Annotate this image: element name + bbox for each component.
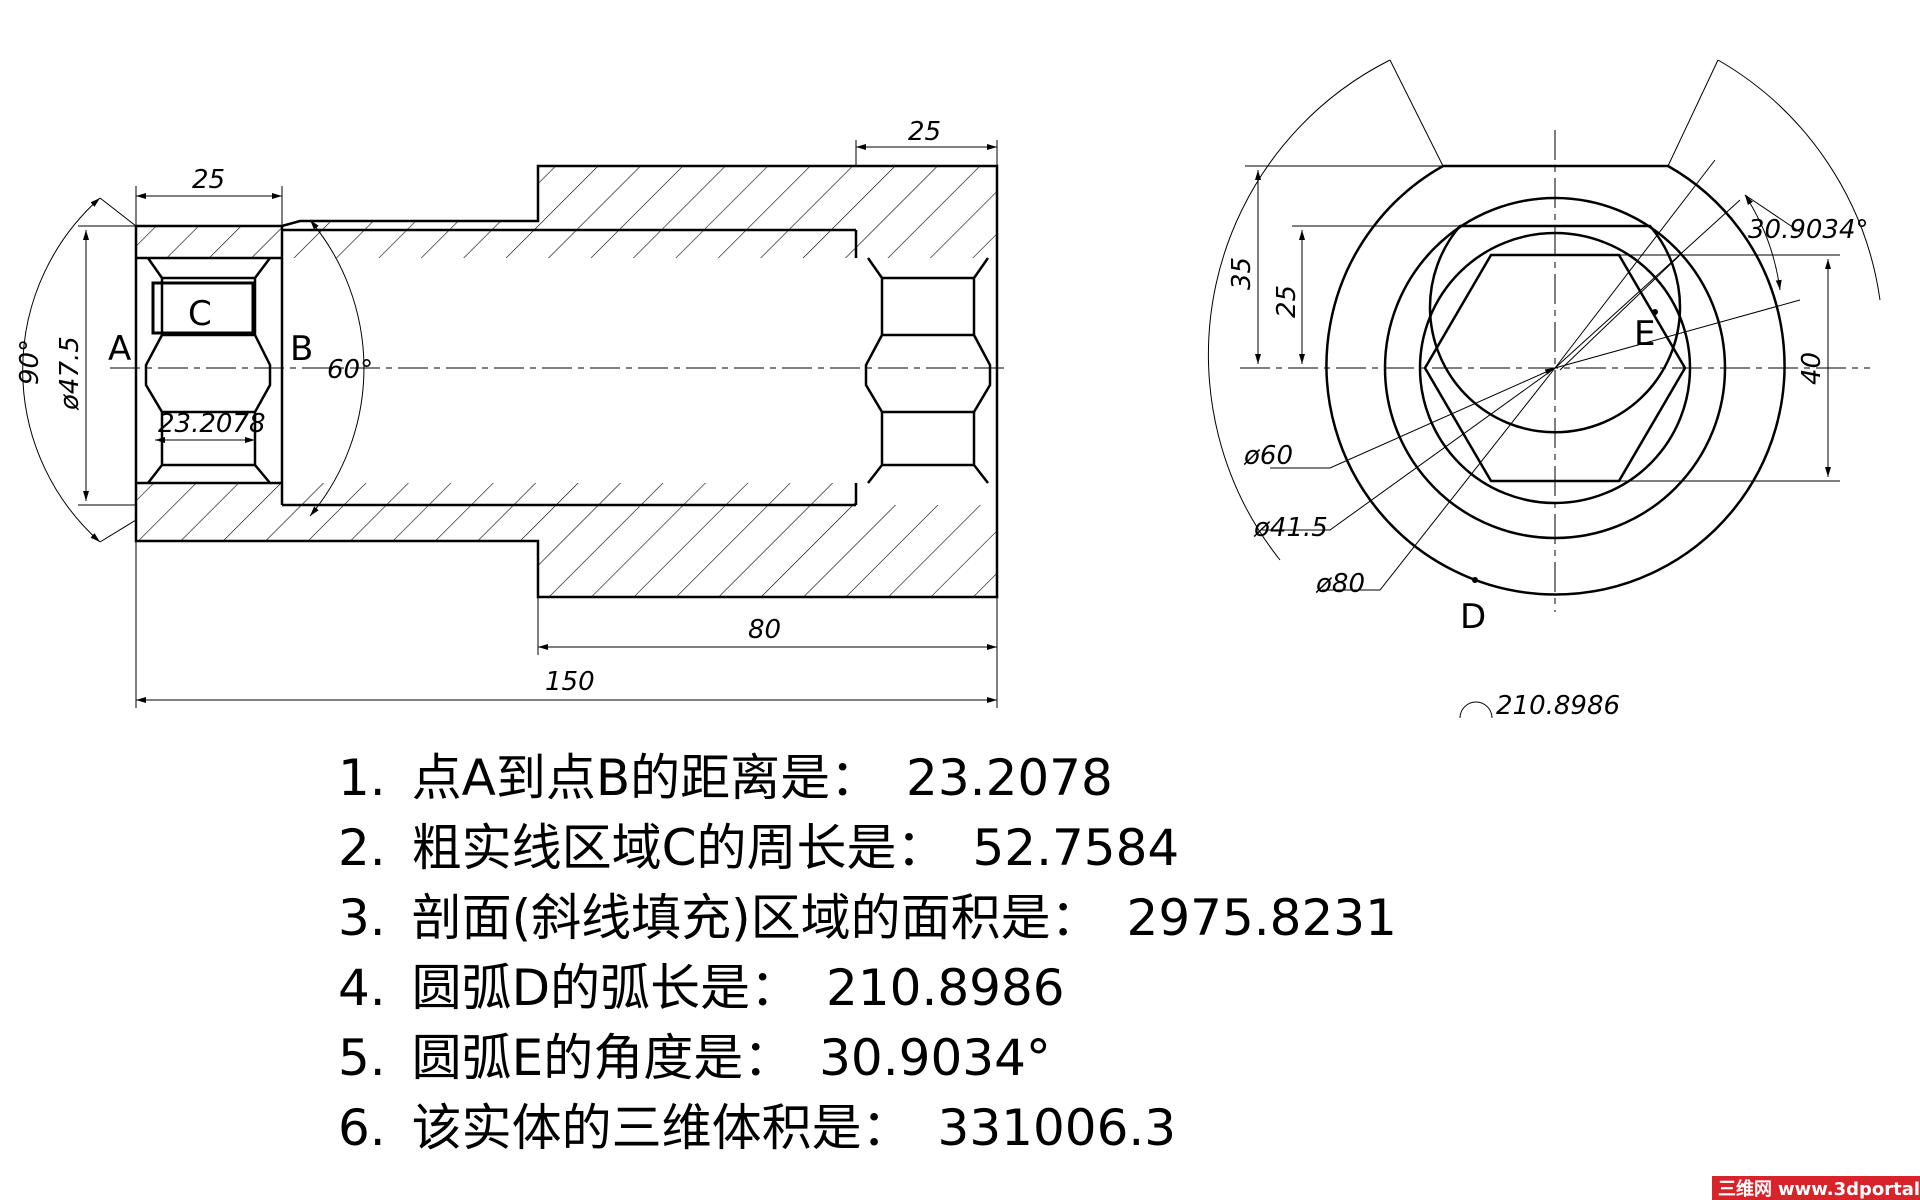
dim-d60: ø60 bbox=[1243, 441, 1293, 471]
point-d-marker bbox=[1472, 577, 1478, 583]
dim-total-length: 150 bbox=[545, 667, 595, 697]
question-4: 4. 圆弧D的弧长是： 210.8986 bbox=[338, 959, 1065, 1017]
dim-h35: 35 bbox=[1227, 257, 1257, 290]
right-groove-shape bbox=[864, 257, 992, 484]
question-1-num: 1. bbox=[338, 749, 386, 807]
dim-left-angle: 90° bbox=[15, 339, 45, 385]
arc-d-label: D bbox=[1460, 597, 1486, 637]
question-5-text: 圆弧E的角度是： bbox=[412, 1029, 794, 1087]
dim-left-width: 25 bbox=[192, 165, 225, 195]
question-2-num: 2. bbox=[338, 819, 386, 877]
question-1-answer: 23.2078 bbox=[906, 749, 1113, 807]
left-groove-shape bbox=[144, 257, 272, 484]
point-b-label: B bbox=[290, 329, 313, 369]
watermark-url: www.3dportal.cn bbox=[1778, 1179, 1920, 1200]
question-5-num: 5. bbox=[338, 1029, 386, 1087]
arc-e-label: E bbox=[1634, 314, 1655, 354]
dim-h40: 40 bbox=[1797, 352, 1827, 385]
watermark: 三维网 www.3dportal.cn bbox=[1712, 1176, 1920, 1200]
question-6: 6. 该实体的三维体积是： 331006.3 bbox=[338, 1099, 1176, 1157]
question-4-num: 4. bbox=[338, 959, 386, 1017]
question-2: 2. 粗实线区域C的周长是： 52.7584 bbox=[338, 819, 1179, 877]
dim-angle-e: 30.9034° bbox=[1748, 215, 1869, 245]
dim-ab-distance: 23.2078 bbox=[158, 409, 266, 439]
question-3-answer: 2975.8231 bbox=[1127, 889, 1397, 947]
point-a-label: A bbox=[108, 329, 131, 369]
question-6-text: 该实体的三维体积是： bbox=[412, 1099, 912, 1157]
question-6-answer: 331006.3 bbox=[938, 1099, 1177, 1157]
dim-diameter: ø47.5 bbox=[55, 336, 85, 411]
point-e-marker bbox=[1652, 309, 1658, 315]
end-dimensions bbox=[1207, 59, 1881, 719]
dim-right-width: 25 bbox=[908, 117, 941, 147]
question-4-answer: 210.8986 bbox=[826, 959, 1065, 1017]
watermark-bg bbox=[1712, 1176, 1920, 1200]
question-4-text: 圆弧D的弧长是： bbox=[412, 959, 801, 1017]
dim-d80: ø80 bbox=[1315, 569, 1365, 599]
dim-h25: 25 bbox=[1272, 285, 1302, 318]
dim-arc-d: 210.8986 bbox=[1496, 691, 1620, 721]
side-dimensions bbox=[22, 140, 998, 708]
question-2-text: 粗实线区域C的周长是： bbox=[412, 819, 947, 877]
end-view: D E 35 25 40 ø60 ø41.5 ø80 30.9034° 210.… bbox=[1207, 59, 1881, 721]
region-c-rect bbox=[151, 281, 255, 335]
question-1: 1. 点A到点B的距离是： 23.2078 bbox=[338, 749, 1113, 807]
question-3-num: 3. bbox=[338, 889, 386, 947]
watermark-brand: 三维网 bbox=[1718, 1178, 1772, 1200]
dim-mid-length: 80 bbox=[748, 615, 781, 645]
inner-flat-profile bbox=[1428, 224, 1682, 434]
questions-block: 1. 点A到点B的距离是： 23.2078 2. 粗实线区域C的周长是： 52.… bbox=[338, 749, 1397, 1157]
question-3-text: 剖面(斜线填充)区域的面积是： bbox=[412, 889, 1101, 947]
question-2-answer: 52.7584 bbox=[972, 819, 1179, 877]
side-view: A B C 25 25 80 150 23.2078 60° ø47.5 90° bbox=[15, 117, 1010, 708]
dim-right-angle: 60° bbox=[327, 355, 373, 385]
region-c-label: C bbox=[188, 294, 212, 334]
question-6-num: 6. bbox=[338, 1099, 386, 1157]
question-1-text: 点A到点B的距离是： bbox=[412, 749, 881, 807]
question-3: 3. 剖面(斜线填充)区域的面积是： 2975.8231 bbox=[338, 889, 1397, 947]
question-5-answer: 30.9034° bbox=[819, 1029, 1051, 1087]
question-5: 5. 圆弧E的角度是： 30.9034° bbox=[338, 1029, 1051, 1087]
outer-profile bbox=[1325, 164, 1786, 596]
dim-d41: ø41.5 bbox=[1253, 513, 1328, 543]
